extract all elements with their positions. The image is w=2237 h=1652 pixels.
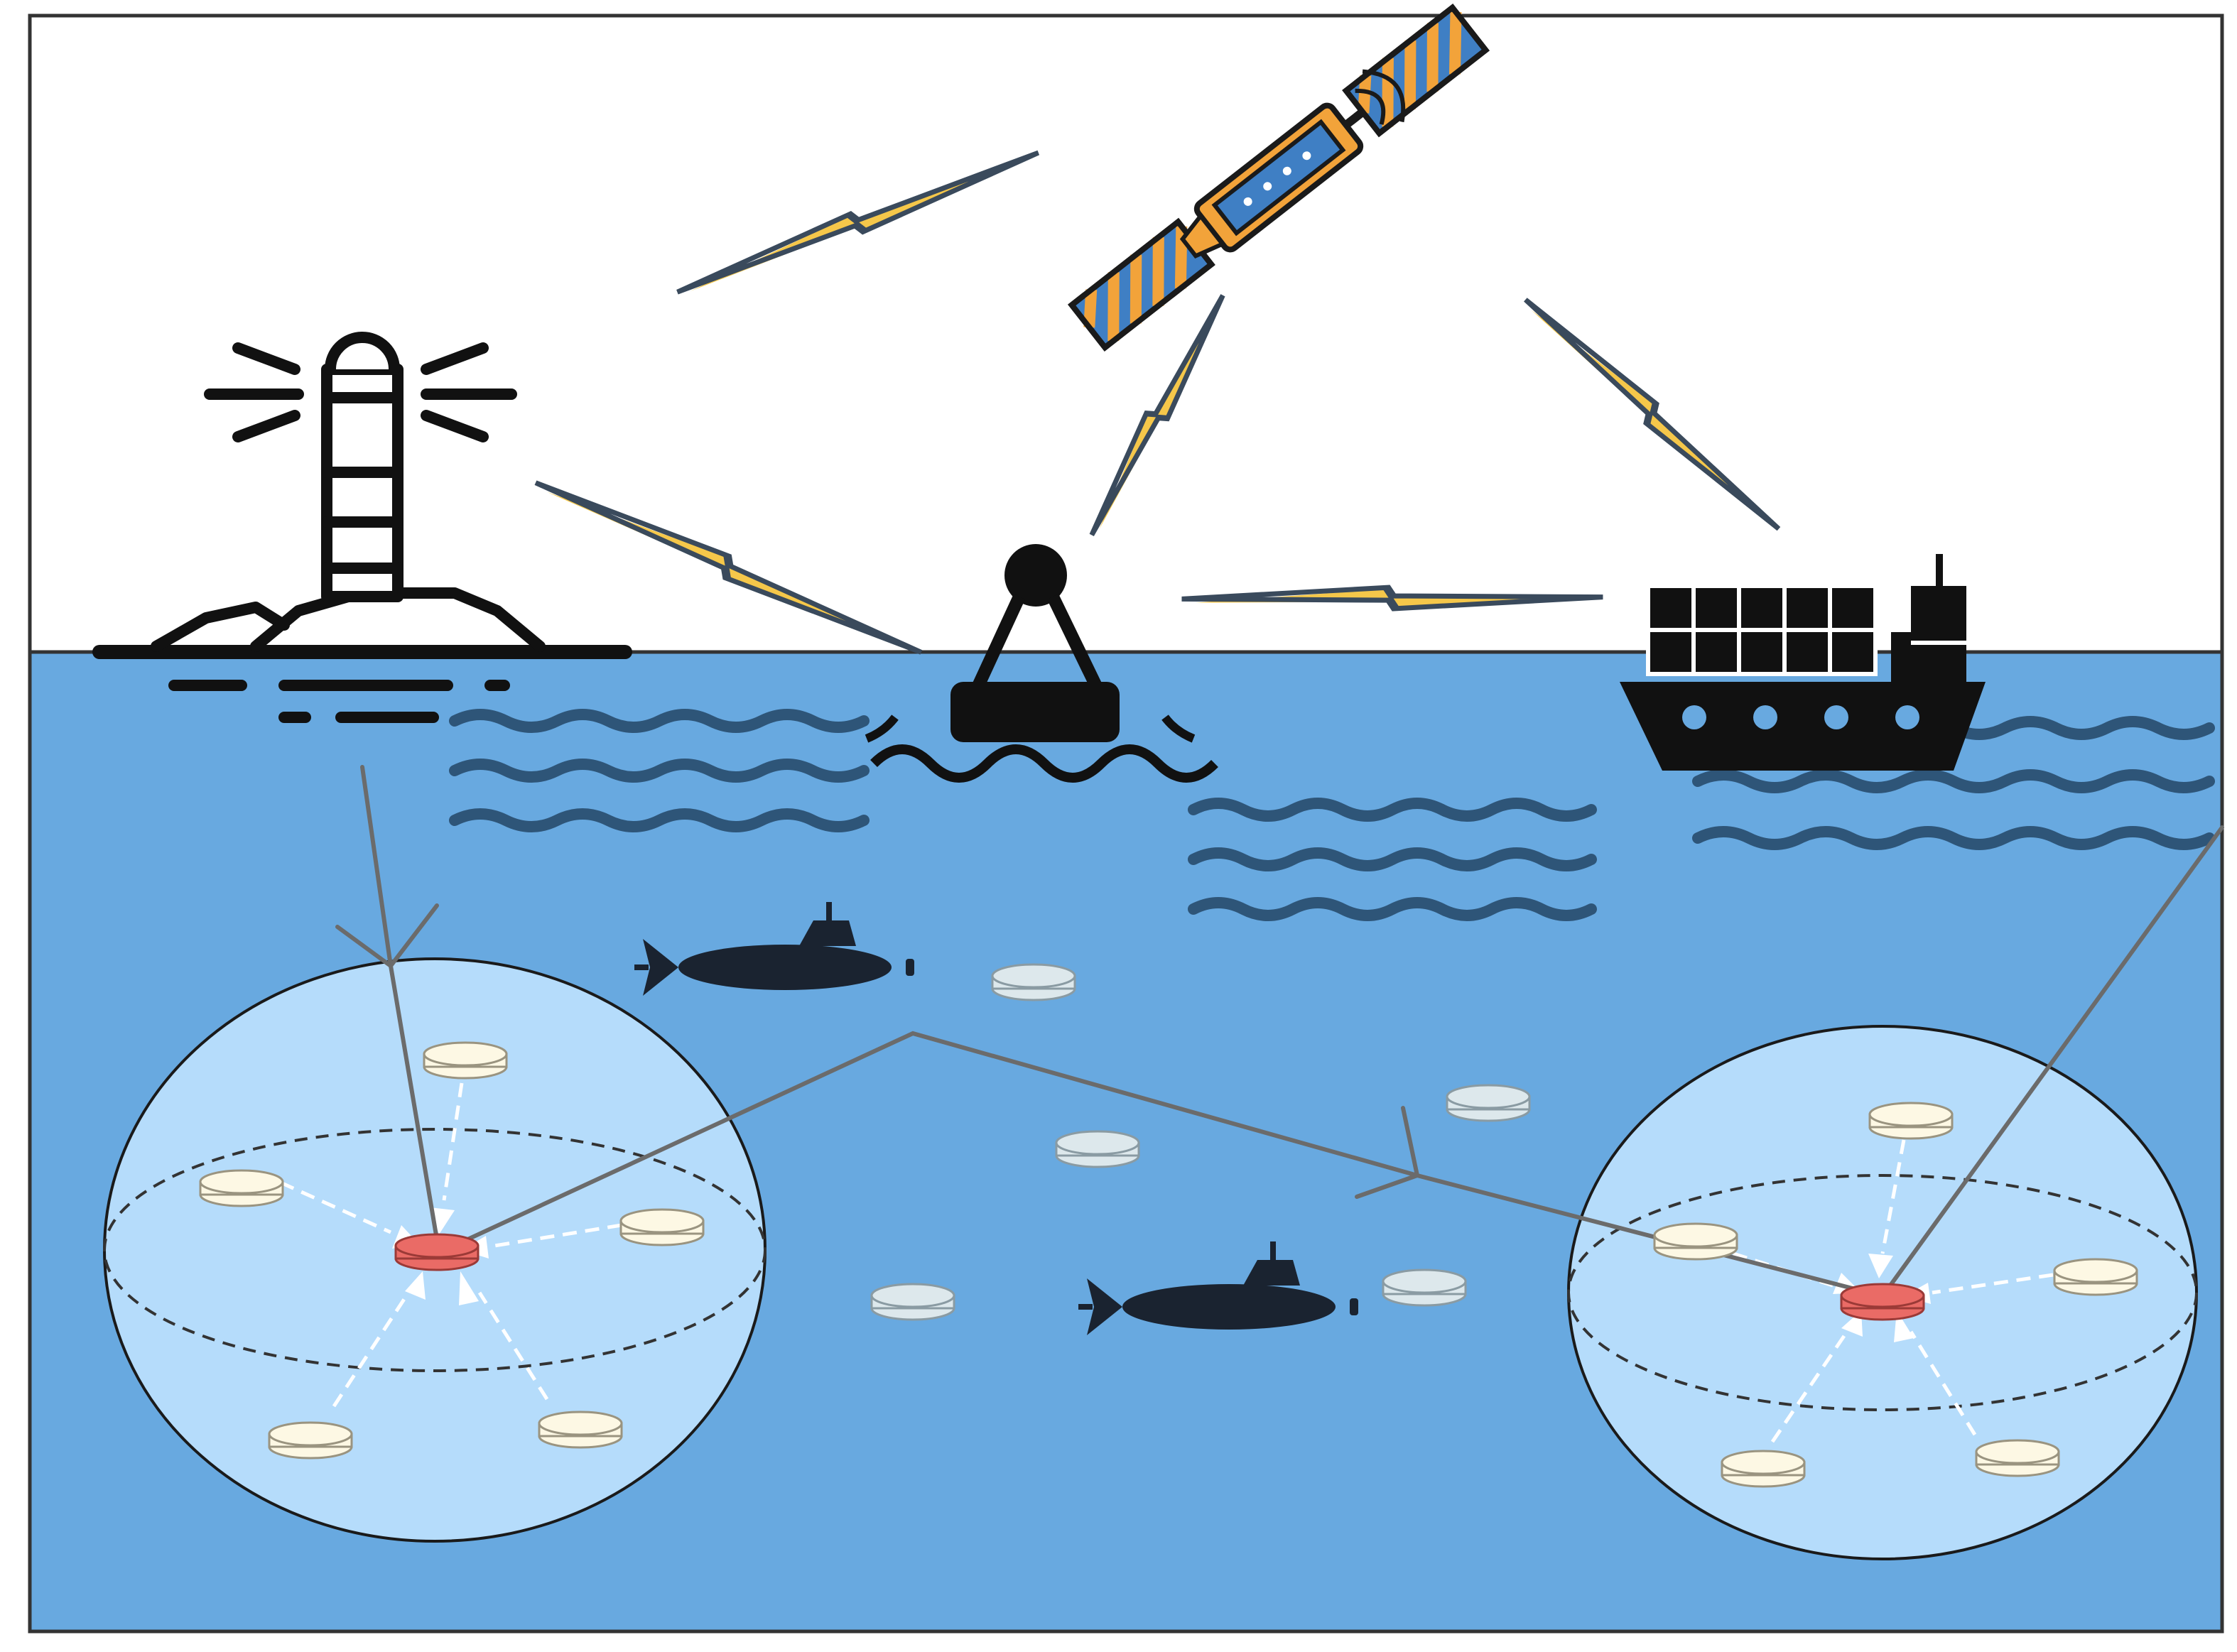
free-sensor-node: [870, 1283, 955, 1321]
member-sensor-node: [423, 1041, 508, 1080]
member-sensor-node: [1868, 1102, 1954, 1140]
member-sensor-node: [1975, 1439, 2060, 1477]
free-sensor-node: [991, 963, 1076, 1001]
routing-path: [335, 765, 2224, 1298]
member-sensor-node: [538, 1411, 623, 1449]
cluster-head-node: [394, 1233, 480, 1271]
free-sensor-node: [1382, 1268, 1467, 1307]
ocean-waves: [449, 709, 2215, 921]
member-sensor-node: [1721, 1450, 1806, 1488]
member-sensor-node: [199, 1169, 284, 1207]
member-sensor-node: [1653, 1222, 1738, 1261]
member-sensor-node: [2053, 1258, 2138, 1296]
buoy-icon: [865, 544, 1218, 783]
container-ship-icon: [1620, 554, 1986, 771]
lighthouse-icon: [92, 332, 632, 723]
free-sensor-node: [1055, 1130, 1140, 1168]
member-sensor-node: [268, 1421, 353, 1460]
satellite-icon: [1068, 4, 1490, 352]
cluster-head-node: [1840, 1283, 1925, 1321]
member-sensor-node: [619, 1208, 705, 1246]
free-sensor-node: [1446, 1084, 1531, 1122]
